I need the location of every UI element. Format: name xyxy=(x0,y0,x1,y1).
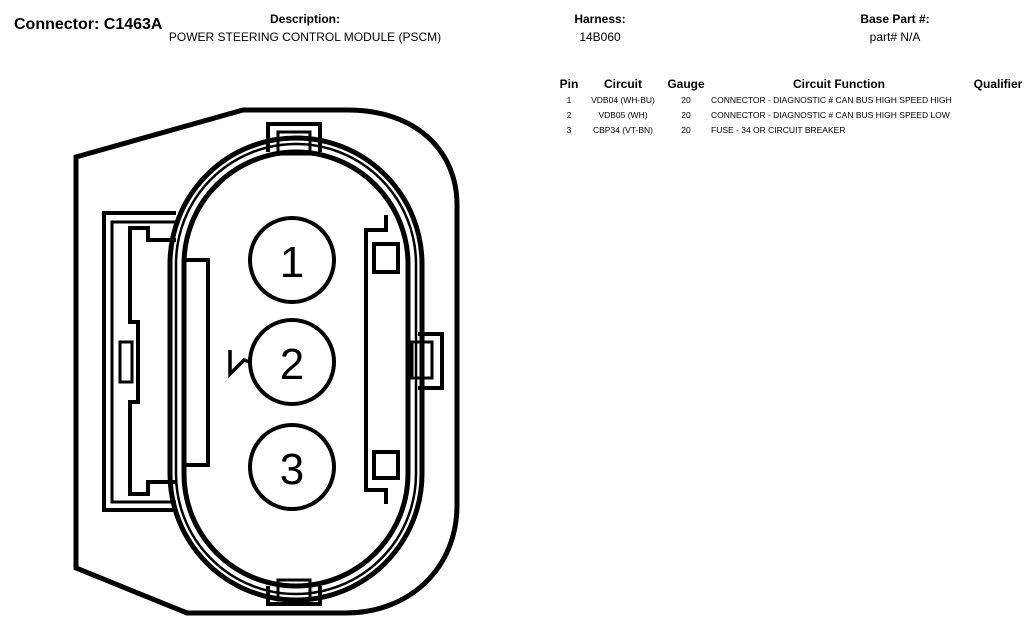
connector-body-middle xyxy=(174,142,418,596)
description-value: POWER STEERING CONTROL MODULE (PSCM) xyxy=(168,30,442,44)
cell-circuit-function: FUSE - 34 OR CIRCUIT BREAKER xyxy=(711,124,846,135)
left-rail-bracket xyxy=(128,226,176,496)
header-pin: Pin xyxy=(559,77,579,91)
table-row: 2 VDB05 (WH) 20 CONNECTOR - DIAGNOSTIC #… xyxy=(556,107,1026,122)
cell-circuit: VDB04 (WH-BU) xyxy=(591,94,655,105)
cell-circuit-function: CONNECTOR - DIAGNOSTIC # CAN BUS HIGH SP… xyxy=(711,109,950,120)
header-gauge: Gauge xyxy=(667,77,705,91)
harness-label: Harness: xyxy=(574,12,626,26)
cell-gauge: 20 xyxy=(681,94,691,105)
top-latch-inner xyxy=(276,130,312,156)
cell-circuit: CBP34 (VT-BN) xyxy=(593,124,653,135)
description-block: Description: POWER STEERING CONTROL MODU… xyxy=(160,12,450,44)
top-latch xyxy=(266,122,322,152)
right-rail-lower-pocket xyxy=(372,450,400,480)
base-part-block: Base Part #: part# N/A xyxy=(840,12,950,44)
cell-pin: 2 xyxy=(566,109,572,120)
pin-cavity-3 xyxy=(248,423,336,511)
table-row: 1 VDB04 (WH-BU) 20 CONNECTOR - DIAGNOSTI… xyxy=(556,92,1026,107)
cell-circuit-function: CONNECTOR - DIAGNOSTIC # CAN BUS HIGH SP… xyxy=(711,94,952,105)
description-label: Description: xyxy=(269,12,340,26)
left-rail-inner xyxy=(110,220,176,504)
pin-label-2: 2 xyxy=(280,340,304,389)
left-rail-notch xyxy=(118,340,134,384)
pin-label-1: 1 xyxy=(280,238,304,287)
left-rail-outer xyxy=(102,211,176,512)
cell-gauge: 20 xyxy=(681,124,691,135)
right-rail-outer xyxy=(364,215,388,504)
left-guide-bar xyxy=(186,258,210,467)
harness-block: Harness: 14B060 xyxy=(540,12,660,44)
base-part-value: part# N/A xyxy=(869,30,921,44)
pin-table: Pin Circuit Gauge Circuit Function Quali… xyxy=(556,76,1026,137)
header-qualifier: Qualifier xyxy=(973,77,1023,91)
connector-housing-outline xyxy=(73,107,460,616)
connector-title: Connector: C1463A xyxy=(14,16,163,33)
pin-label-3: 3 xyxy=(280,445,304,494)
pin-table-header: Pin Circuit Gauge Circuit Function Quali… xyxy=(556,76,1026,92)
base-part-label: Base Part #: xyxy=(860,12,930,26)
connector-body-inner xyxy=(181,149,411,589)
right-rail-upper-pocket xyxy=(372,242,400,274)
header-circuit-function: Circuit Function xyxy=(793,77,885,91)
cell-pin: 1 xyxy=(566,94,572,105)
harness-value: 14B060 xyxy=(579,30,621,44)
right-side-tab-inner xyxy=(410,340,434,380)
table-row: 3 CBP34 (VT-BN) 20 FUSE - 34 OR CIRCUIT … xyxy=(556,122,1026,137)
header-circuit: Circuit xyxy=(603,77,642,91)
pin-2-locator-mark xyxy=(228,350,251,379)
bottom-latch-inner xyxy=(276,578,312,602)
pin-cavity-1 xyxy=(248,216,336,304)
cell-pin: 3 xyxy=(566,124,572,135)
cell-circuit: VDB05 (WH) xyxy=(598,109,648,120)
right-side-tab xyxy=(418,332,444,390)
cell-gauge: 20 xyxy=(681,109,691,120)
bottom-latch xyxy=(266,586,322,606)
